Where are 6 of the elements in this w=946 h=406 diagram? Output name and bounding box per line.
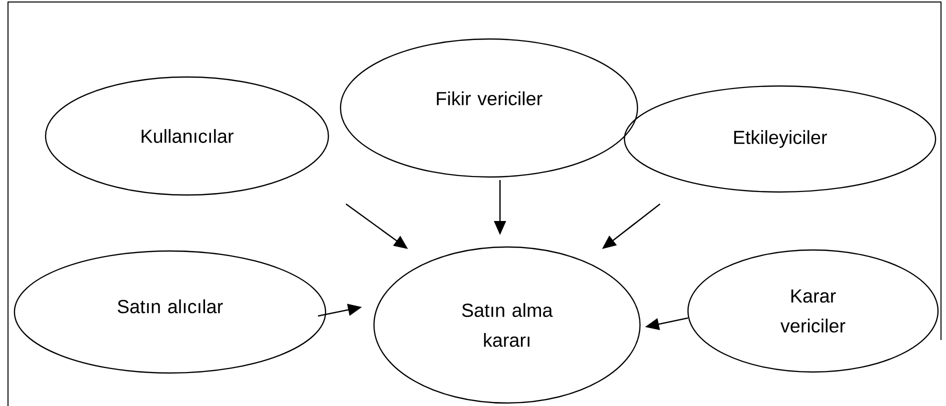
ellipse-node: Fikir vericiler [340,38,638,178]
ellipse-node: Karar vericiler [687,249,939,373]
ellipse-node: Etkileyiciler [624,85,936,193]
ellipse-node: Satın alma kararı [373,246,641,404]
ellipse-node: Kullanıcılar [44,76,330,196]
ellipse-node: Satın alıcılar [14,250,326,374]
